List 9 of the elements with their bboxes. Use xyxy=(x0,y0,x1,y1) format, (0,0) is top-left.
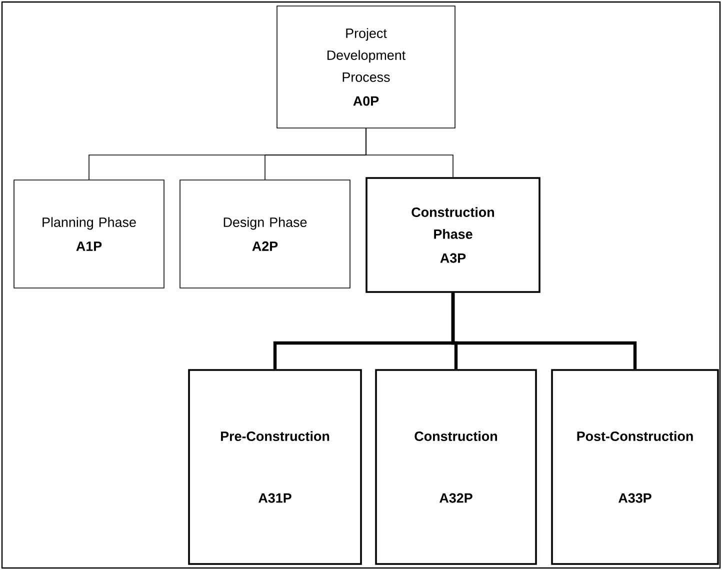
process-box: Construction Phase A3P xyxy=(366,177,540,293)
process-box: Planning Phase A1P xyxy=(14,180,164,288)
process-box: Project Development Process A0P xyxy=(276,6,456,128)
process-box: Design Phase A2P xyxy=(180,180,350,288)
process-box: Post-Construction A33P xyxy=(551,369,719,565)
process-box: Pre-Construction A31P xyxy=(188,369,362,565)
process-box: Construction A32P xyxy=(375,369,537,565)
connector-line xyxy=(451,292,637,370)
connector-line xyxy=(366,128,454,178)
